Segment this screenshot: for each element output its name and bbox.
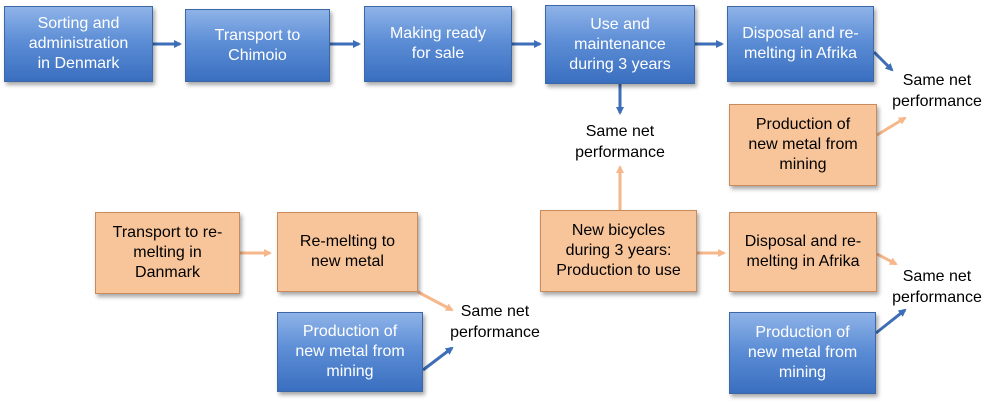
label-same-net-performance-bottom-right: Same net performance bbox=[892, 268, 982, 306]
box-production-mid-right: Production of new metal from mining bbox=[729, 104, 877, 186]
arrow-remelting-to-snp bbox=[417, 290, 454, 312]
label-same-net-performance-center: Same net performance bbox=[575, 123, 665, 161]
box-remelting: Re-melting to new metal bbox=[277, 212, 418, 292]
arrow-production-mid-to-snp bbox=[876, 116, 907, 137]
box-use-maintenance: Use and maintenance during 3 years bbox=[545, 5, 695, 84]
box-production-bottom-left: Production of new metal from mining bbox=[277, 312, 423, 392]
box-production-bottom-right: Production of new metal from mining bbox=[729, 312, 876, 394]
arrow-production-br-to-snp bbox=[875, 308, 907, 335]
label-same-net-performance-bottom-left: Same net performance bbox=[450, 303, 540, 341]
box-disposal-top: Disposal and re- melting in Afrika bbox=[727, 6, 874, 82]
arrow-disposal-top-to-snp bbox=[872, 50, 894, 72]
box-transport-remelting: Transport to re- melting in Danmark bbox=[95, 212, 240, 294]
box-new-bicycles: New bicycles during 3 years: Production … bbox=[540, 210, 697, 292]
label-same-net-performance-top-right: Same net performance bbox=[892, 72, 982, 110]
box-disposal-bottom: Disposal and re- melting in Afrika bbox=[729, 212, 877, 292]
arrow-disposal-bottom-to-snp bbox=[876, 252, 898, 266]
arrow-production-bl-to-snp bbox=[422, 346, 454, 372]
box-transport-chimoio: Transport to Chimoio bbox=[185, 9, 330, 82]
box-sorting-administration: Sorting and administration in Denmark bbox=[4, 6, 153, 82]
box-making-ready: Making ready for sale bbox=[364, 6, 512, 82]
